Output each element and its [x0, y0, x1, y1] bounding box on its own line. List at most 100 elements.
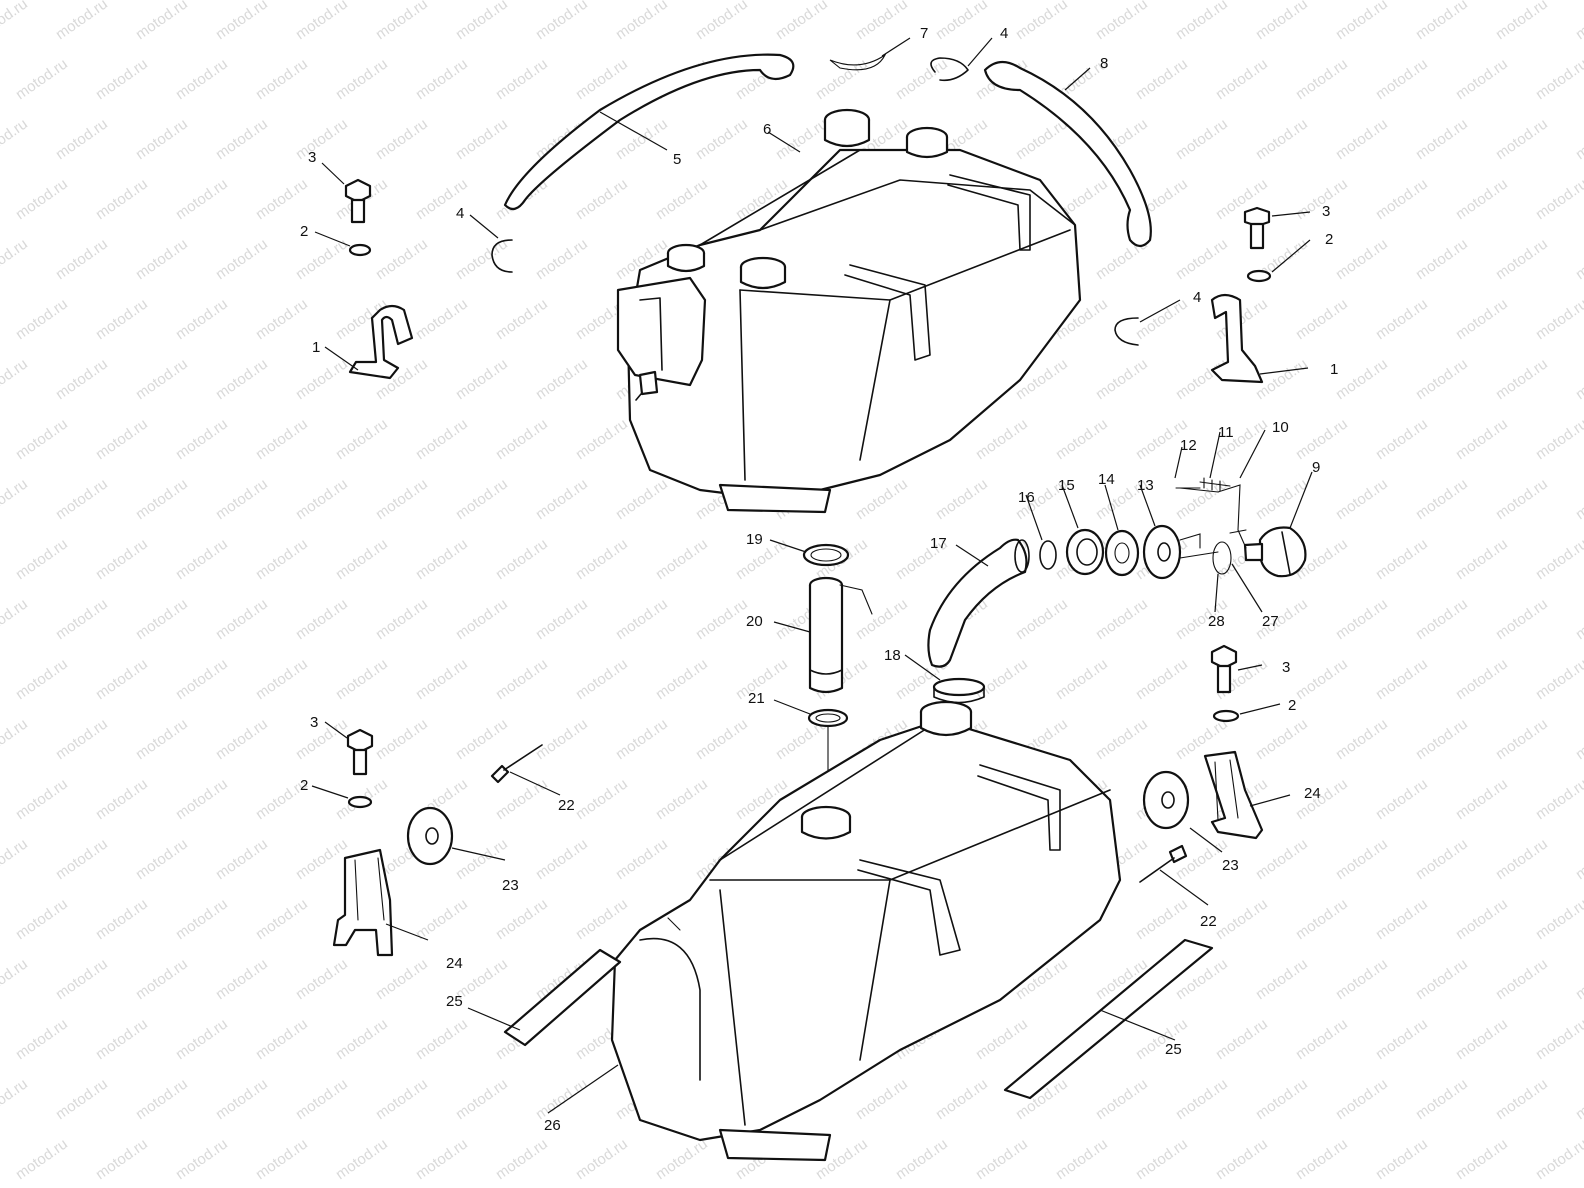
watermark-text: motod.ru: [373, 955, 431, 1003]
watermark-text: motod.ru: [0, 715, 31, 763]
watermark-text: motod.ru: [533, 715, 591, 763]
watermark-text: motod.ru: [253, 295, 311, 343]
watermark-text: motod.ru: [133, 1075, 191, 1123]
callout-14: 14: [1098, 471, 1115, 488]
watermark-text: motod.ru: [1573, 475, 1584, 523]
watermark-text: motod.ru: [573, 535, 631, 583]
watermark-text: motod.ru: [613, 835, 671, 883]
watermark-text: motod.ru: [253, 175, 311, 223]
watermark-text: motod.ru: [13, 655, 71, 703]
watermark-text: motod.ru: [1013, 0, 1071, 43]
watermark-text: motod.ru: [653, 535, 711, 583]
bracket-24-left: [332, 848, 394, 957]
watermark-text: motod.ru: [1253, 955, 1311, 1003]
watermark-text: motod.ru: [1493, 1075, 1551, 1123]
watermark-text: motod.ru: [1493, 715, 1551, 763]
watermark-text: motod.ru: [293, 355, 351, 403]
watermark-text: motod.ru: [53, 235, 111, 283]
bracket-24-right: [1203, 750, 1264, 840]
watermark-text: motod.ru: [1373, 1135, 1431, 1183]
watermark-text: motod.ru: [53, 115, 111, 163]
callout-20: 20: [746, 613, 763, 630]
watermark-text: motod.ru: [1053, 1135, 1111, 1183]
clamp-18: [932, 677, 986, 704]
washer-2-lower-right: [1212, 709, 1240, 723]
watermark-text: motod.ru: [413, 55, 471, 103]
watermark-text: motod.ru: [1373, 775, 1431, 823]
watermark-text: motod.ru: [493, 55, 551, 103]
watermark-text: motod.ru: [213, 0, 271, 43]
watermark-text: motod.ru: [493, 1135, 551, 1183]
watermark-text: motod.ru: [93, 175, 151, 223]
stud-22-left: [490, 744, 543, 784]
watermark-text: motod.ru: [1293, 55, 1351, 103]
watermark-text: motod.ru: [173, 415, 231, 463]
callout-2: 2: [1288, 697, 1296, 714]
callout-16: 16: [1018, 489, 1035, 506]
watermark-text: motod.ru: [573, 1135, 631, 1183]
watermark-text: motod.ru: [613, 115, 671, 163]
watermark-text: motod.ru: [1133, 55, 1191, 103]
watermark-text: motod.ru: [1573, 235, 1584, 283]
watermark-text: motod.ru: [0, 835, 31, 883]
watermark-text: motod.ru: [1453, 175, 1511, 223]
watermark-text: motod.ru: [1093, 1075, 1151, 1123]
watermark-text: motod.ru: [1453, 895, 1511, 943]
callout-2: 2: [1325, 231, 1333, 248]
hose-17: [927, 538, 1030, 668]
watermark-text: motod.ru: [173, 175, 231, 223]
watermark-text: motod.ru: [453, 595, 511, 643]
watermark-text: motod.ru: [493, 295, 551, 343]
watermark-text: motod.ru: [773, 115, 831, 163]
watermark-text: motod.ru: [1293, 295, 1351, 343]
watermark-text: motod.ru: [13, 1015, 71, 1063]
watermark-text: motod.ru: [1333, 475, 1391, 523]
watermark-text: motod.ru: [973, 1135, 1031, 1183]
watermark-text: motod.ru: [373, 235, 431, 283]
watermark-text: motod.ru: [133, 475, 191, 523]
watermark-text: motod.ru: [133, 0, 191, 43]
watermark-text: motod.ru: [1413, 355, 1471, 403]
oring-28: [1212, 541, 1232, 575]
watermark-text: motod.ru: [693, 715, 751, 763]
callout-19: 19: [746, 531, 763, 548]
watermark-text: motod.ru: [293, 1075, 351, 1123]
fuel-tank-26: [610, 700, 1122, 1162]
watermark-text: motod.ru: [13, 55, 71, 103]
watermark-text: motod.ru: [853, 595, 911, 643]
callout-6: 6: [763, 121, 771, 138]
watermark-text: motod.ru: [533, 475, 591, 523]
stud-22-right: [1139, 844, 1188, 883]
watermark-text: motod.ru: [373, 715, 431, 763]
watermark-text: motod.ru: [133, 115, 191, 163]
watermark-text: motod.ru: [333, 55, 391, 103]
callout-21: 21: [748, 690, 765, 707]
watermark-text: motod.ru: [133, 235, 191, 283]
watermark-text: motod.ru: [1373, 655, 1431, 703]
callout-13: 13: [1137, 477, 1154, 494]
watermark-text: motod.ru: [1493, 955, 1551, 1003]
watermark-text: motod.ru: [213, 595, 271, 643]
callout-4: 4: [456, 205, 464, 222]
watermark-text: motod.ru: [1093, 595, 1151, 643]
watermark-text: motod.ru: [53, 475, 111, 523]
watermark-text: motod.ru: [653, 775, 711, 823]
watermark-text: motod.ru: [213, 715, 271, 763]
watermark-text: motod.ru: [653, 175, 711, 223]
watermark-text: motod.ru: [53, 0, 111, 43]
filler-cap-9: [1243, 526, 1307, 578]
callout-24: 24: [1304, 785, 1321, 802]
washer-2-upper-right: [1246, 269, 1272, 283]
watermark-text: motod.ru: [453, 1075, 511, 1123]
watermark-text: motod.ru: [373, 0, 431, 43]
watermark-text: motod.ru: [1533, 775, 1584, 823]
watermark-text: motod.ru: [133, 955, 191, 1003]
callout-2: 2: [300, 777, 308, 794]
watermark-text: motod.ru: [1133, 1135, 1191, 1183]
callout-12: 12: [1180, 437, 1197, 454]
watermark-text: motod.ru: [213, 115, 271, 163]
watermark-text: motod.ru: [1493, 835, 1551, 883]
callout-4: 4: [1000, 25, 1008, 42]
watermark-text: motod.ru: [653, 655, 711, 703]
watermark-text: motod.ru: [293, 595, 351, 643]
